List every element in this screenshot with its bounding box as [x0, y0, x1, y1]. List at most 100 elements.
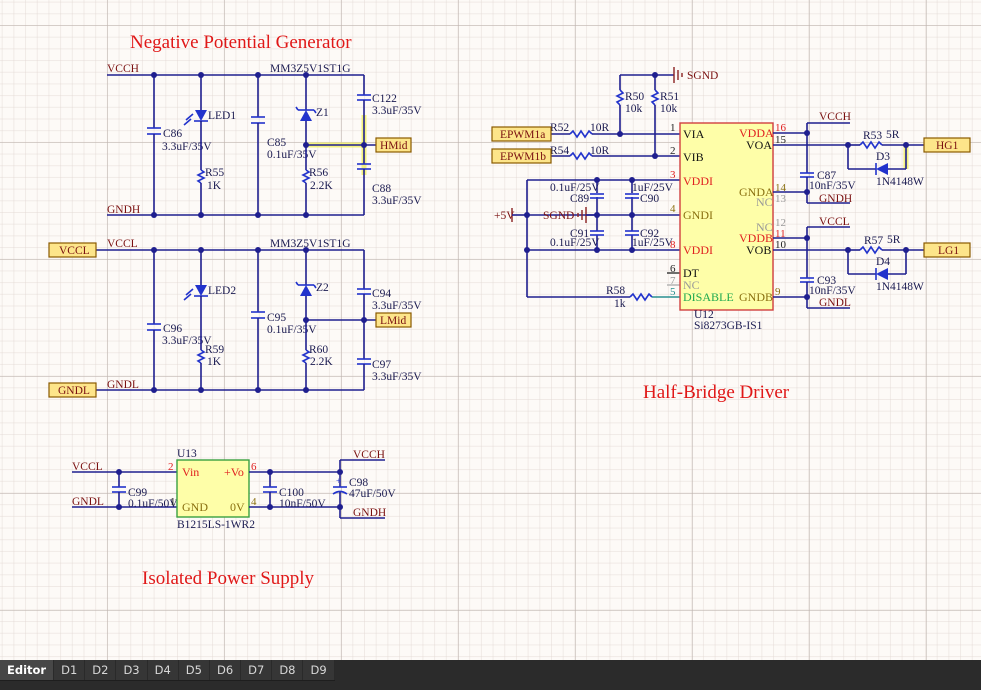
u12-pin-vddi-1: VDDI [683, 174, 713, 188]
r52-ref: R52 [550, 122, 569, 134]
port-hg1[interactable]: HG1 [923, 137, 971, 153]
u12-part: Si8273GB-IS1 [694, 320, 763, 332]
u12-pin13-num: 13 [775, 193, 787, 205]
u12-pin-vdda: VDDA [739, 126, 774, 140]
r55-icon [196, 169, 206, 184]
net-label-sgnd-mid: SGND [543, 210, 574, 222]
r59-value: 1K [207, 356, 222, 368]
led2-ref: LED2 [208, 285, 236, 297]
c93-value: 10nF/35V [809, 285, 856, 297]
c87-ref: C87 [817, 170, 836, 182]
c122-ref: C122 [372, 93, 397, 105]
tab-d5[interactable]: D5 [179, 660, 210, 680]
u13-pin-0v: 0V [230, 500, 245, 514]
u12-pin5-num: 5 [670, 286, 676, 298]
tab-list: Editor D1 D2 D3 D4 D5 D6 D7 D8 D9 [0, 660, 335, 681]
port-lg1[interactable]: LG1 [923, 242, 971, 258]
tab-d4[interactable]: D4 [148, 660, 179, 680]
svg-text:EPWM1a: EPWM1a [500, 129, 545, 141]
tab-editor[interactable]: Editor [0, 660, 55, 680]
r50-value: 10k [625, 103, 643, 115]
u12-body[interactable] [679, 122, 774, 311]
u12-pin-vob: VOB [746, 243, 771, 257]
r58-ref: R58 [606, 285, 625, 297]
u12-pin-via: VIA [683, 127, 705, 141]
c88-value: 3.3uF/35V [372, 195, 422, 207]
schematic-sheet[interactable]: Negative Potential Generator Half-Bridge… [0, 0, 981, 660]
c92-ref: C92 [640, 228, 659, 240]
svg-text:+: + [336, 476, 341, 486]
tab-d8[interactable]: D8 [272, 660, 304, 680]
schematic-canvas[interactable]: Negative Potential Generator Half-Bridge… [0, 0, 981, 660]
u12-pin-disable: DISABLE [683, 290, 734, 304]
port-lmid[interactable]: LMid [375, 312, 412, 328]
c96-value: 3.3uF/35V [162, 335, 212, 347]
net-label-sgnd-top: SGND [687, 70, 718, 82]
r51-ref: R51 [660, 91, 679, 103]
r59-icon [196, 349, 206, 364]
u13-pin6-num: 6 [251, 461, 257, 473]
port-hmid[interactable]: HMid [375, 137, 412, 153]
net-label-vcch: VCCH [107, 63, 139, 75]
high-side-generator: VCCH GNDH MM3Z5V1ST1G C86 3.3uF/35V LED1… [107, 63, 422, 218]
r57-icon [859, 245, 883, 255]
c89-ref: C89 [570, 193, 589, 205]
r57-value: 5R [887, 234, 901, 246]
net-label-gndl-3: GNDL [72, 496, 104, 508]
net-label-gndh-2: GNDH [819, 193, 852, 205]
c85-value: 0.1uF/35V [267, 149, 317, 161]
section-title-isolated-power: Isolated Power Supply [142, 568, 315, 589]
half-bridge-driver: SGND R50 10k R51 10k R52 10R R54 10R [494, 67, 924, 332]
u13-ref: U13 [177, 448, 197, 460]
svg-text:GNDL: GNDL [58, 385, 90, 397]
svg-text:LG1: LG1 [938, 245, 959, 257]
r60-value: 2.2K [310, 356, 333, 368]
r56-icon [301, 169, 311, 184]
net-label-vccl-3: VCCL [72, 461, 103, 473]
u13-pin-vin: Vin [182, 465, 199, 479]
c94-ref: C94 [372, 288, 391, 300]
tab-d9[interactable]: D9 [303, 660, 335, 680]
c94-value: 3.3uF/35V [372, 300, 422, 312]
r51-icon [650, 89, 660, 106]
c98-ref: C98 [349, 477, 368, 489]
u12-pin9-num: 9 [775, 286, 781, 298]
u13-body[interactable] [176, 459, 250, 518]
c85-ref: C85 [267, 137, 286, 149]
section-title-negative-potential: Negative Potential Generator [130, 32, 352, 53]
tab-d6[interactable]: D6 [210, 660, 242, 680]
d4-part: 1N4148W [876, 281, 924, 293]
u12-pin-gndi: GNDI [683, 208, 713, 222]
u13-pin2-num: 2 [168, 461, 174, 473]
u12-ref: U12 [694, 309, 714, 321]
tab-d2[interactable]: D2 [85, 660, 117, 680]
u12-pin-vddi-2: VDDI [683, 243, 713, 257]
c93-ref: C93 [817, 275, 836, 287]
c122-value: 3.3uF/35V [372, 105, 422, 117]
c96-ref: C96 [163, 323, 182, 335]
r53-icon [859, 140, 883, 150]
u12-pin15-num: 15 [775, 134, 787, 146]
low-side-generator: VCCL GNDL MM3Z5V1ST1G C96 3.3uF/35V LED2… [96, 238, 422, 393]
u13-pin-vo: +Vo [224, 465, 244, 479]
c89-value: 0.1uF/25V [550, 182, 600, 194]
c100-value: 10nF/50V [279, 498, 326, 510]
c86-ref: C86 [163, 128, 182, 140]
r51-value: 10k [660, 103, 678, 115]
port-epwm1a[interactable]: EPWM1a [491, 126, 552, 142]
d3-icon [876, 163, 888, 175]
port-gndl[interactable]: GNDL [48, 382, 97, 398]
tab-d1[interactable]: D1 [54, 660, 86, 680]
u12-pin3-num: 3 [670, 169, 676, 181]
led1-ref: LED1 [208, 110, 236, 122]
tab-d3[interactable]: D3 [116, 660, 148, 680]
net-label-gndh-3: GNDH [353, 507, 386, 519]
port-vccl[interactable]: VCCL [48, 242, 97, 258]
c98-value: 47uF/50V [349, 488, 396, 500]
port-epwm1b[interactable]: EPWM1b [491, 148, 552, 164]
u12-pin4-num: 4 [670, 203, 676, 215]
tab-d7[interactable]: D7 [241, 660, 273, 680]
r57-ref: R57 [864, 235, 883, 247]
u12-pin-nc-12: NC [756, 220, 773, 234]
r52-value: 10R [590, 122, 610, 134]
